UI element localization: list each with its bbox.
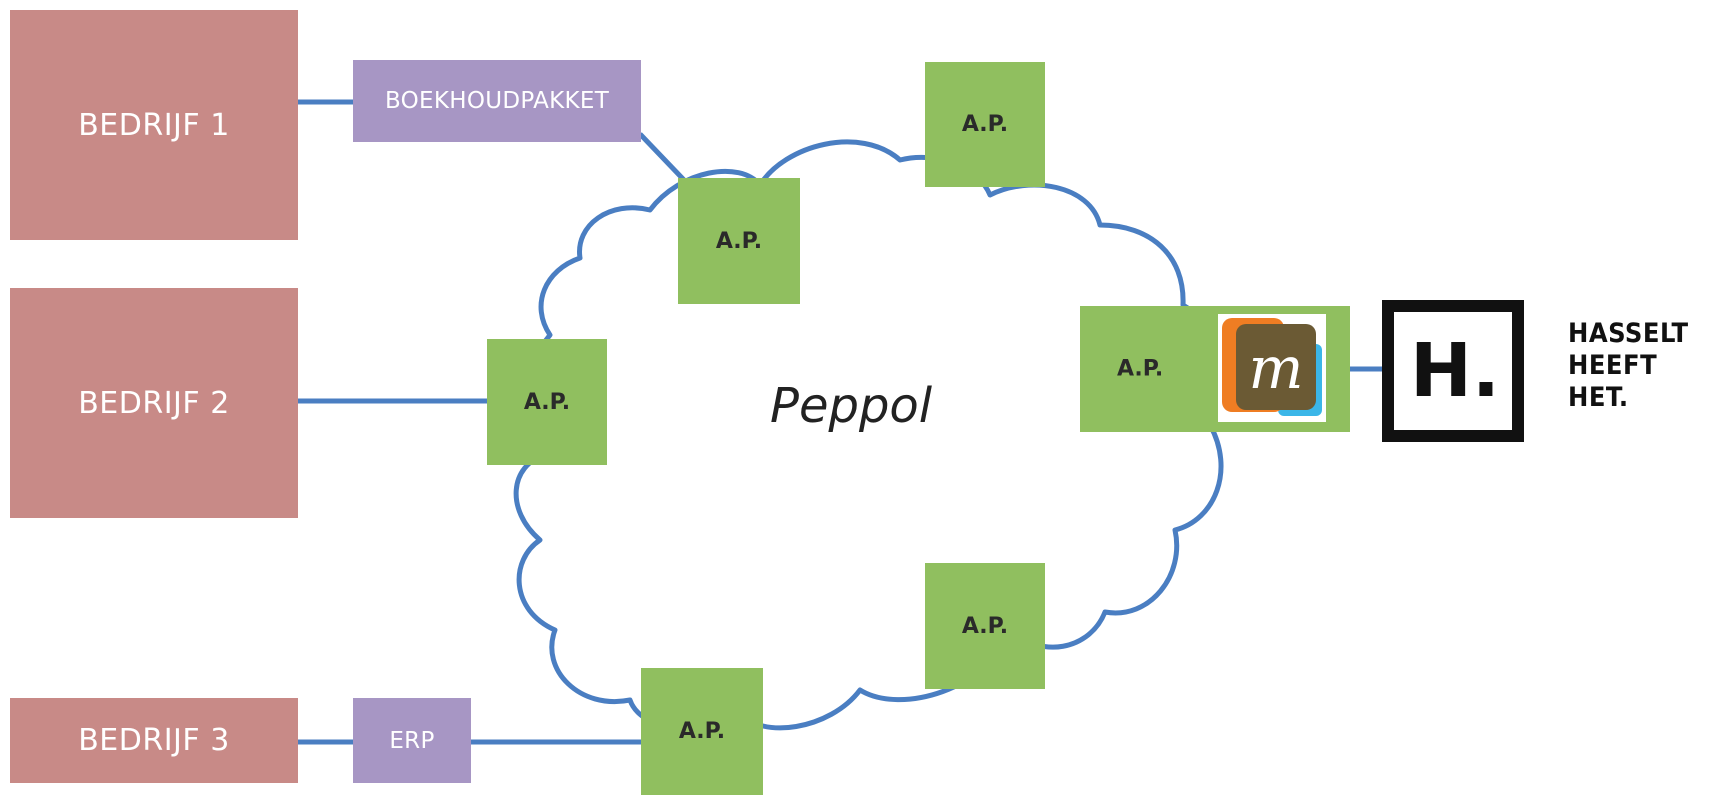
- erp-box: ERP: [353, 698, 471, 783]
- accounting-software-label: BOEKHOUDPAKKET: [384, 88, 610, 114]
- access-point-label: A.P.: [961, 613, 1009, 639]
- access-point-top: A.P.: [925, 62, 1045, 187]
- peppol-network-label: Peppol: [770, 378, 933, 434]
- company-label-3: BEDRIJF 3: [78, 723, 230, 758]
- hasselt-logo-letter: H.: [1409, 328, 1501, 414]
- link-boekhoudpakket-ap: [638, 132, 686, 182]
- m-logo-letter: m: [1249, 334, 1304, 402]
- access-point-upper-left: A.P.: [678, 178, 800, 304]
- company-box-3: BEDRIJF 3: [10, 698, 298, 783]
- hasselt-logo-text: HASSELT HEEFT HET.: [1568, 318, 1689, 414]
- company-label-2: BEDRIJF 2: [78, 385, 230, 421]
- accounting-software-box: BOEKHOUDPAKKET: [353, 60, 641, 142]
- hasselt-logo-line: HEEFT: [1568, 350, 1658, 381]
- access-point-left: A.P.: [487, 339, 607, 465]
- access-point-label: A.P.: [678, 719, 726, 744]
- access-point-label: A.P.: [1117, 356, 1164, 382]
- access-point-label: A.P.: [715, 228, 763, 254]
- access-point-bottom: A.P.: [641, 668, 763, 795]
- hasselt-logo-line: HASSELT: [1568, 318, 1689, 349]
- company-box-1: BEDRIJF 1: [10, 10, 298, 240]
- peppol-cloud: [513, 139, 1226, 732]
- hasselt-logo-mark: H.: [1382, 300, 1524, 442]
- erp-label: ERP: [389, 727, 435, 754]
- company-box-2: BEDRIJF 2: [10, 288, 298, 518]
- access-point-label: A.P.: [523, 389, 571, 415]
- m-logo-icon: m: [1218, 314, 1326, 422]
- hasselt-logo-line: HET.: [1568, 382, 1629, 413]
- company-label-1: BEDRIJF 1: [78, 107, 230, 143]
- access-point-label: A.P.: [961, 112, 1009, 137]
- access-point-lower-right: A.P.: [925, 563, 1045, 689]
